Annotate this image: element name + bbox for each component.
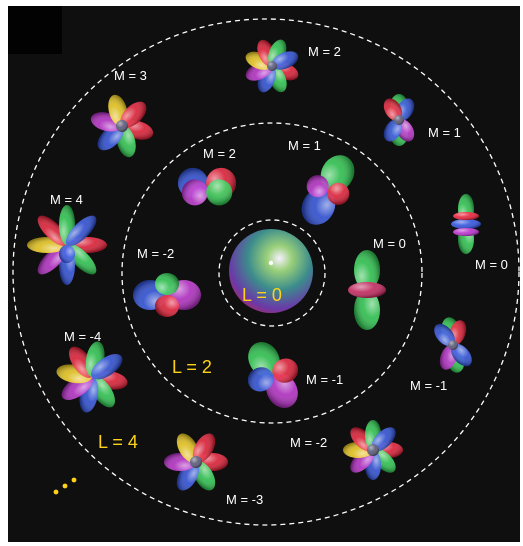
torus-group xyxy=(453,212,479,220)
lobe-shade xyxy=(247,367,274,392)
lobe-shade xyxy=(97,124,124,151)
lobe-shade xyxy=(434,323,455,347)
l2-m0-shape xyxy=(348,250,386,330)
l4-m-3-shape xyxy=(164,433,228,491)
l4-m-1-shape xyxy=(434,317,472,373)
l4-m0-shape xyxy=(451,194,481,254)
l4-m4-shape xyxy=(27,205,107,285)
l4-m-label: M = -4 xyxy=(64,329,101,344)
l2-m-1-shape xyxy=(247,342,299,408)
lobe-shade xyxy=(266,373,298,408)
lobe-shade xyxy=(120,101,147,128)
lobe-shade xyxy=(65,215,97,247)
outer-ring xyxy=(12,18,520,526)
l4-m-label: M = 0 xyxy=(475,257,508,272)
lobe-shade xyxy=(301,188,336,225)
lobe-shade xyxy=(91,354,123,380)
l2-m-label: M = 0 xyxy=(373,236,406,251)
torus-group xyxy=(453,228,479,236)
glyph-core-shade xyxy=(116,120,128,132)
l2-m-label: M = -2 xyxy=(137,246,174,261)
l2-level-label: L = 2 xyxy=(172,357,212,377)
lobe-shade xyxy=(451,343,472,367)
glyph-core-shade xyxy=(394,115,404,125)
l2-m2-shape xyxy=(177,167,237,206)
l0-level-label: L = 0 xyxy=(242,285,282,305)
inner-ring xyxy=(218,219,326,327)
lobe-shade xyxy=(371,427,396,452)
l2-m-label: M = 2 xyxy=(203,146,236,161)
lobe-shade xyxy=(354,250,380,290)
l4-m-label: M = -3 xyxy=(226,492,263,507)
l4-m-label: M = -1 xyxy=(410,378,447,393)
l2-m1-shape xyxy=(301,155,355,225)
l4-m-label: M = -2 xyxy=(290,435,327,450)
lobe-shade xyxy=(37,215,69,247)
l4-m-label: M = 4 xyxy=(50,192,83,207)
torus-shade xyxy=(453,212,479,220)
l4-m1-shape xyxy=(383,94,415,146)
corner-patch xyxy=(8,6,62,54)
lobe-shade xyxy=(327,182,350,205)
lobe-shade xyxy=(272,358,299,383)
continuation-dot xyxy=(62,483,68,489)
lobe-shade xyxy=(181,179,208,206)
lobe-shade xyxy=(306,175,329,198)
l2-m-2-shape xyxy=(133,273,201,317)
lobe-shade xyxy=(248,342,280,377)
torus-shade xyxy=(348,282,386,298)
continuation-dot xyxy=(53,489,59,495)
l2-m-label: M = -1 xyxy=(306,372,343,387)
l4-m-label: M = 3 xyxy=(114,68,147,83)
lobe-shade xyxy=(354,290,380,330)
l4-m-label: M = 2 xyxy=(308,44,341,59)
lobe-shade xyxy=(320,155,355,192)
glyph-core-shade xyxy=(267,61,277,71)
sphere-highlight xyxy=(268,260,274,266)
lobe-shade xyxy=(155,273,179,295)
glyph-core-shade xyxy=(448,340,458,350)
torus-shade xyxy=(453,228,479,236)
glyph-core-shade xyxy=(190,456,202,468)
lobe-shade xyxy=(206,179,233,206)
l4-m-4-shape xyxy=(56,341,128,413)
middle-ring xyxy=(121,122,423,424)
lobe-shade xyxy=(383,119,403,142)
l4-level-label: L = 4 xyxy=(98,432,138,452)
lobe-shade xyxy=(271,51,299,70)
l4-m2-shape xyxy=(245,39,299,93)
l4-m-label: M = 1 xyxy=(428,125,461,140)
continuation-dot xyxy=(71,477,77,483)
l4-m-2-shape xyxy=(343,420,403,480)
lobe-shade xyxy=(383,98,403,121)
glyph-core-shade xyxy=(367,444,379,456)
lobe-shade xyxy=(192,433,216,463)
l0-sphere xyxy=(229,229,313,313)
lobe-shade xyxy=(155,295,179,317)
l2-m-label: M = 1 xyxy=(288,138,321,153)
torus-shade xyxy=(451,219,481,229)
l4-m3-shape xyxy=(90,94,154,158)
lobe-shade xyxy=(59,245,75,263)
